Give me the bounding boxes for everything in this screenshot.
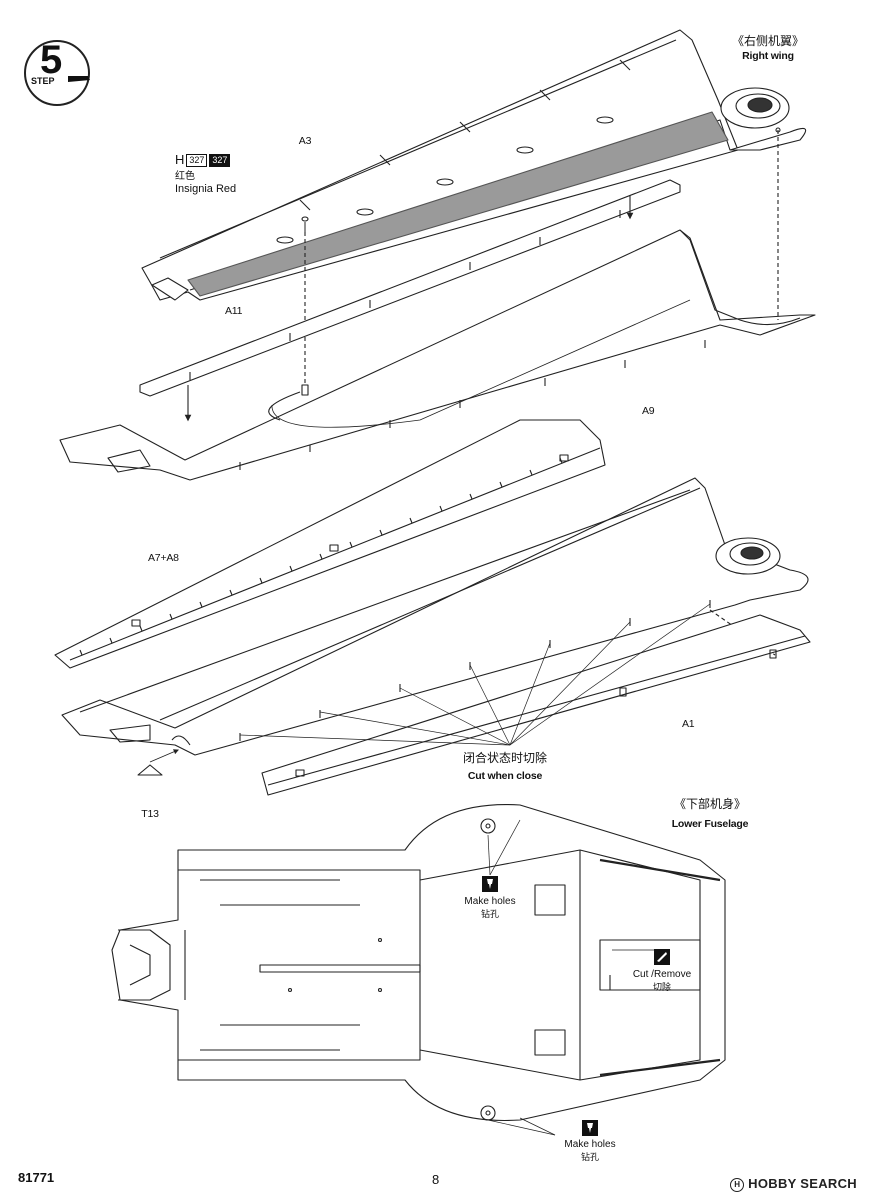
part-label-a9: A9	[642, 405, 655, 417]
hobby-search-logo: H HOBBY SEARCH	[730, 1176, 857, 1192]
cut-remove-icon	[654, 949, 670, 965]
a1-flap-part	[261, 614, 811, 796]
paint-code-a: 327	[186, 154, 208, 168]
a9-wing-lower-part	[59, 127, 816, 481]
cut-when-close-zh: 闭合状态时切除	[462, 751, 548, 765]
part-label-a3: A3	[298, 135, 312, 147]
t13-part	[137, 749, 179, 776]
drill-hole-icon-bottom	[582, 1120, 598, 1136]
make-holes-top-en: Make holes	[464, 896, 516, 907]
step-label: STEP	[31, 76, 55, 86]
a7-a8-flap-part	[54, 419, 606, 669]
cut-remove-zh: 切除	[652, 982, 672, 992]
product-code: 81771	[18, 1170, 55, 1185]
insignia-red-strip	[187, 111, 729, 297]
cut-when-close-leaders	[239, 603, 711, 746]
a3-part-guide	[301, 216, 309, 396]
paint-name-zh: 红色	[175, 171, 195, 182]
part-label-t13: T13	[141, 808, 159, 820]
step-badge: 5 STEP	[22, 38, 92, 108]
make-holes-top-zh: 钻孔	[480, 909, 500, 919]
right-wing-title-en: Right wing	[742, 50, 794, 62]
part-label-a1: A1	[682, 718, 695, 730]
lower-fuselage-title-en: Lower Fuselage	[671, 818, 749, 830]
make-holes-bottom-zh: 钻孔	[580, 1152, 600, 1162]
page-number: 8	[432, 1172, 440, 1187]
assembled-wing	[61, 477, 809, 756]
part-label-a7-a8: A7+A8	[148, 552, 179, 564]
paint-code-letter: H	[175, 152, 185, 167]
hobby-search-logo-text: HOBBY SEARCH	[748, 1176, 857, 1192]
step-airplane-icon	[24, 40, 90, 106]
make-holes-bottom-en: Make holes	[564, 1139, 616, 1150]
drill-hole-icon	[482, 876, 498, 892]
lower-fuselage-part	[111, 803, 726, 1122]
lower-fuselage-title-zh: 《下部机身》	[673, 797, 747, 811]
step-number: 5	[40, 38, 63, 82]
cut-when-close-en: Cut when close	[467, 770, 543, 782]
right-wing-title-zh: 《右侧机翼》	[731, 34, 805, 48]
paint-code-b: 327	[209, 154, 231, 168]
cut-remove-en: Cut /Remove	[632, 969, 692, 980]
right-wing-upper-part	[141, 29, 807, 301]
a11-rail-part	[139, 179, 681, 422]
part-label-a11: A11	[225, 305, 243, 317]
paint-name-en: Insignia Red	[175, 183, 237, 195]
